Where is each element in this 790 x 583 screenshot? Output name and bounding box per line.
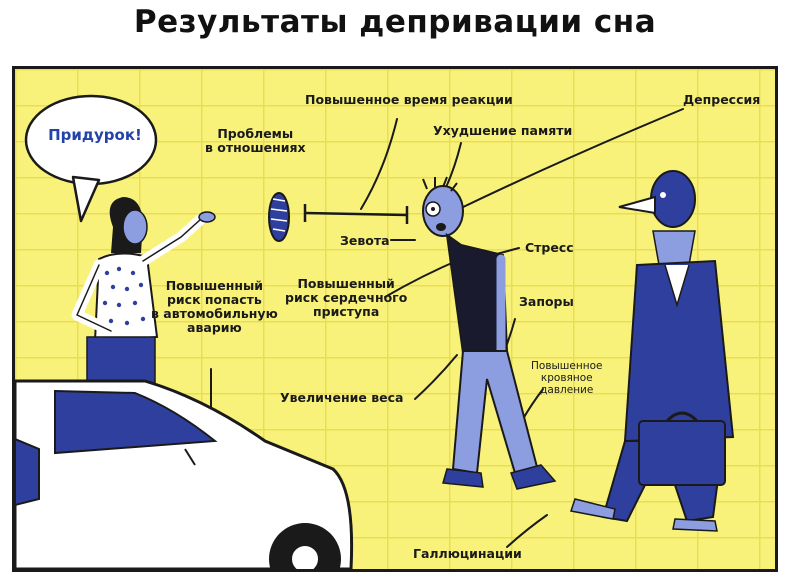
label-memory: Ухудшение памяти <box>433 123 573 138</box>
label-heart-attack: Повышенный риск сердечного приступа <box>285 276 408 319</box>
comic-panel: Придурок! Проблемы в отношениях Повышенн… <box>12 66 778 572</box>
label-blood-pressure: Повышенное кровяное давление <box>531 360 603 396</box>
yawn-line <box>303 204 409 224</box>
bird-man-figure <box>570 170 735 532</box>
label-stress: Стресс <box>525 240 574 255</box>
illustration <box>15 94 735 569</box>
label-hallucinations: Галлюцинации <box>413 546 522 561</box>
label-car-accident: Повышенный риск попасть в автомобильную … <box>151 278 278 335</box>
label-weight-gain: Увеличение веса <box>280 390 404 405</box>
label-relationship-problems: Проблемы в отношениях <box>205 126 306 155</box>
speech-bubble <box>24 94 158 223</box>
label-depression: Депрессия <box>683 92 761 107</box>
tired-man-figure <box>422 176 557 490</box>
speech-bubble-text: Придурок! <box>48 126 142 144</box>
label-yawning: Зевота <box>340 233 390 248</box>
page-title: Результаты депривации сна <box>133 4 657 40</box>
label-reaction-time: Повышенное время реакции <box>305 92 513 107</box>
label-constipation: Запоры <box>519 294 574 309</box>
donut-object <box>268 192 290 242</box>
car-figure <box>15 379 354 569</box>
